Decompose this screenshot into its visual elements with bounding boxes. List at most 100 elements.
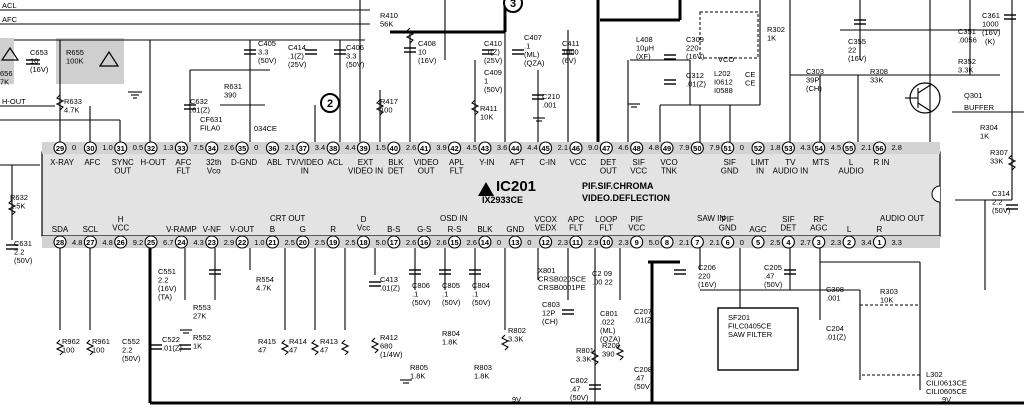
pin-number: 42 [450, 144, 458, 153]
ic-pin-bottom [478, 235, 492, 249]
pin-voltage: 2.7 [800, 238, 810, 247]
pin-label: R-S [448, 225, 462, 234]
component-label-c204: C204.01(Z) [826, 324, 847, 342]
pin-label: R IN [873, 158, 889, 167]
pin-label: H-OUT [140, 158, 165, 167]
ic-pin-bottom [539, 235, 553, 249]
ref-marker-circle [320, 93, 340, 113]
ic-pin-bottom [114, 235, 128, 249]
ic-pin-top [781, 141, 795, 155]
pin-label: V-OUT [230, 225, 255, 234]
pin-number: 49 [663, 144, 671, 153]
component-label-9vb: 9V [942, 395, 951, 404]
pin-voltage: 7.9 [679, 143, 689, 152]
component-label-c806: C806.1(50V) [412, 281, 431, 307]
pin-voltage: 4.4 [345, 143, 355, 152]
pin-number: 26 [117, 238, 125, 247]
pin-label: AGC [749, 225, 767, 234]
pin-number: 8 [665, 238, 669, 247]
ic-pin-top [478, 141, 492, 155]
group-audio-out: AUDIO OUT [880, 214, 925, 223]
pin-number: 5 [756, 238, 760, 247]
pin-number: 15 [450, 238, 458, 247]
pin-voltage: 2.3 [618, 238, 628, 247]
pin-voltage: 2.1 [709, 238, 719, 247]
component-label-k1: (K) [985, 37, 996, 46]
component-label-c410: C410.1(Z)(25V) [484, 39, 503, 65]
group-osd-in: OSD IN [440, 214, 468, 223]
component-label-c413: C413.01(Z) [380, 275, 401, 293]
pin-label: G [300, 225, 306, 234]
pin-voltage: 4.8 [102, 238, 112, 247]
pin-number: 9 [635, 238, 639, 247]
component-label-c632: C632.01(Z) [190, 97, 211, 115]
ic-pin-bottom [296, 235, 310, 249]
pin-voltage: 2.9 [588, 238, 598, 247]
ic-pin-bottom [174, 235, 188, 249]
pin-number: 32 [147, 144, 155, 153]
component-label-c522: C522.01(Z) [162, 335, 183, 353]
pin-voltage: 2.1 [558, 143, 568, 152]
pin-number: 28 [56, 238, 64, 247]
pin-number: 27 [86, 238, 94, 247]
ic-pin-top [265, 141, 280, 155]
pin-label: ABL [267, 158, 283, 167]
component-label-c805: C805.1(50V) [442, 281, 461, 307]
pin-number: 25 [147, 238, 155, 247]
component-label-c205: C205.47(50V) [764, 263, 783, 289]
pin-voltage: 9.0 [588, 143, 598, 152]
ic-pin-top [508, 141, 522, 155]
pin-label: ACL [327, 158, 343, 167]
ic201-ref: IC201 [496, 178, 537, 195]
pin-number: 29 [56, 144, 64, 153]
pin-voltage: 2.1 [679, 238, 689, 247]
ref-marker-number: 3 [510, 0, 516, 10]
warning-triangle-icon [98, 50, 120, 67]
pin-number: 35 [238, 144, 246, 153]
component-label-c209: C2 09.00 22 [592, 269, 613, 287]
ground-symbols [128, 91, 640, 384]
pin-number: 14 [481, 238, 490, 247]
pin-number: 30 [86, 144, 94, 153]
pin-label: V-RAMP [166, 225, 197, 234]
ic-pin-bottom [599, 235, 613, 249]
pin-voltage: 4.5 [831, 143, 841, 152]
pin-label: R [330, 225, 336, 234]
pin-label: BLK [477, 225, 493, 234]
component-label-c414: C414.1(Z)(25V) [288, 43, 307, 69]
pin-number: 2 [847, 238, 851, 247]
ic-pin-bottom [690, 235, 704, 249]
ic-pin-top [872, 141, 887, 155]
ic-pin-top [83, 141, 97, 155]
pin-number: 13 [511, 238, 519, 247]
pin-voltage: 2.1 [861, 143, 871, 152]
ic-pin-bottom [387, 235, 401, 249]
pin-voltage: 7.5 [193, 143, 203, 152]
ic-pin-bottom [447, 235, 462, 249]
ic-pin-bottom [569, 235, 583, 249]
pin-voltage: 3.3 [891, 238, 901, 247]
ic-pin-bottom [265, 235, 280, 249]
